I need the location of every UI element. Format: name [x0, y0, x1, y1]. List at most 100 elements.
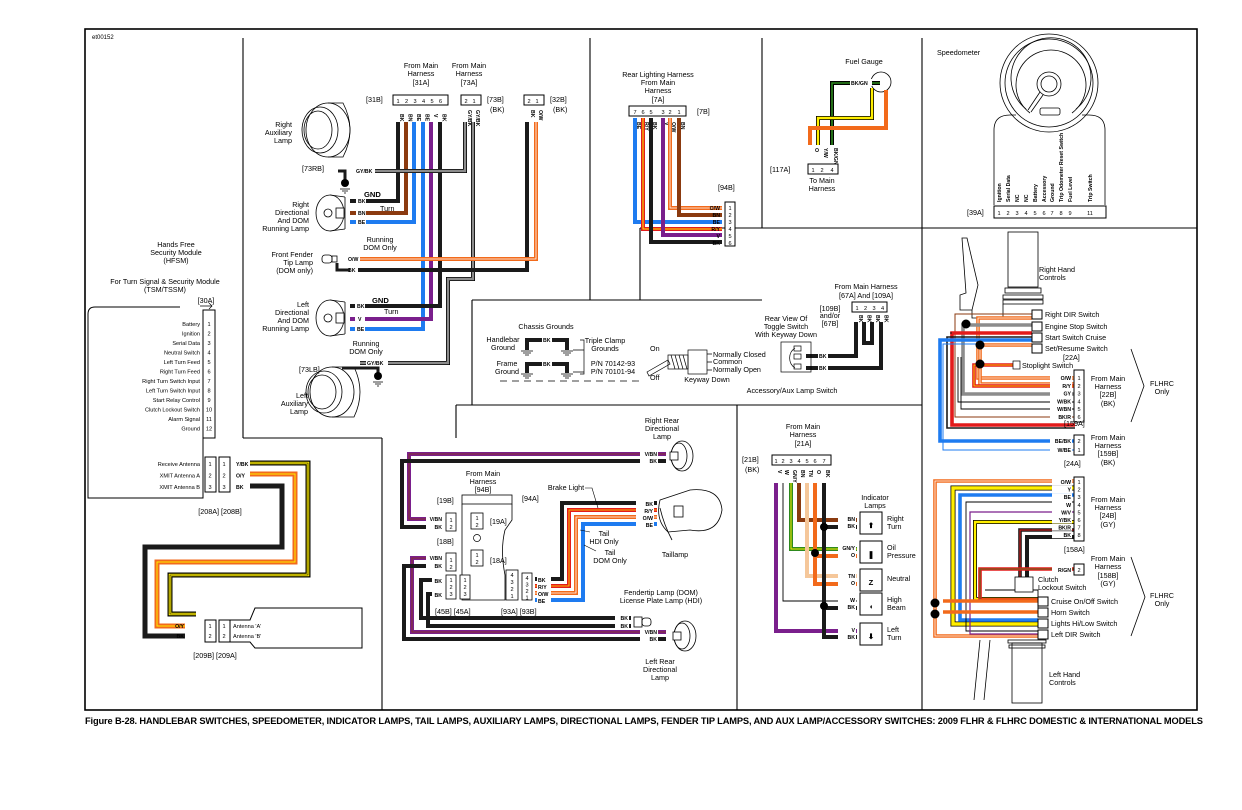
right-hand-section: Right Hand Controls Right DIR SwitchEngi… — [938, 231, 1174, 468]
pin-aux: 2 — [864, 306, 867, 312]
connectors-93: [93A] [93B] — [501, 607, 537, 616]
speedo-pin-label: Trip Odometer Reset Switch — [1059, 133, 1065, 202]
indicator-lamp-label: Beam — [887, 603, 906, 612]
ind-harness-2: Harness — [790, 430, 817, 439]
label-bg — [636, 521, 654, 528]
pin-7b: 5 — [649, 110, 652, 116]
fuel-footer-2: Harness — [809, 184, 836, 193]
connector-22a: [22A] — [1063, 353, 1080, 362]
pin-73b: 1 — [472, 99, 475, 105]
pin-21b: 1 — [774, 459, 777, 465]
wire-31b: BE — [424, 114, 430, 122]
lh-harness-2: Harness — [1095, 503, 1122, 512]
left-hand-grip-icon — [973, 639, 1047, 704]
speedo-pin-label: Ignition — [997, 183, 1003, 202]
rh-pin: 4 — [1077, 399, 1080, 405]
lh-wire: BK/R — [1058, 526, 1071, 532]
speedo-pin: 6 — [1042, 211, 1045, 217]
figure-id: et00152 — [92, 35, 114, 41]
right-directional-3: And DOM — [277, 216, 309, 225]
left-directional-3: And DOM — [277, 316, 309, 325]
chassis-grounds-section: Chassis Grounds Handlebar Ground Frame G… — [486, 322, 640, 382]
hfsm-title-3: (HFSM) — [163, 256, 188, 265]
pin-18a: 1 — [475, 553, 478, 559]
antenna-pin-label: XMIT Antenna B — [159, 485, 200, 491]
wire-94b: R/Y — [711, 227, 720, 233]
switch-box — [1031, 309, 1043, 320]
indicator-lamp-label: Turn — [887, 633, 902, 642]
rh-pin: 2 — [1077, 384, 1080, 390]
antenna-end-connectors: [209B] [209A] — [193, 651, 237, 660]
section-dividers — [242, 38, 1197, 710]
lh-harness2-4: (GY) — [1100, 579, 1115, 588]
label-bg — [838, 551, 856, 558]
left-aux-lamp-2: Auxiliary — [281, 399, 309, 408]
pin-94b: 5 — [728, 234, 731, 240]
hfsm-pin-label: Alarm Signal — [168, 417, 200, 423]
brake-light-label: Brake Light — [548, 483, 584, 492]
antenna-end-pin-a: 1 — [208, 624, 211, 630]
turn-label-left: Turn — [384, 307, 399, 316]
lh-harness-3: [24B] — [1100, 511, 1117, 520]
hfsm-section: Hands Free Security Module (HFSM) For Tu… — [87, 240, 363, 660]
pin-32b: 1 — [535, 99, 538, 105]
lh-wire: BE — [1064, 495, 1072, 501]
speedo-pin: 1 — [997, 211, 1000, 217]
wire-7b: R/Y — [643, 122, 649, 131]
indicator-wire: O — [851, 581, 855, 587]
label-bg — [636, 500, 654, 507]
label-bg — [636, 514, 654, 521]
right-hand-title-1: Right Hand — [1039, 265, 1075, 274]
right-aux-lamp-1: Right — [275, 120, 292, 129]
hfsm-pin-label: Start Relay Control — [153, 398, 200, 404]
handlebar-ground-2: Ground — [491, 343, 515, 352]
harness-73a-title-3: [73A] — [461, 78, 478, 87]
connector-94a: [94A] — [522, 494, 539, 503]
tail-wire: R/Y — [644, 509, 653, 515]
speedo-pin: 2 — [1006, 211, 1009, 217]
lh-pin: 8 — [1077, 533, 1080, 539]
tail-hdi-1: Tail — [599, 529, 610, 538]
label-bg — [1050, 389, 1072, 397]
label-bg — [1052, 566, 1072, 573]
label-bg — [838, 626, 856, 633]
wire-117a: BK/GN — [832, 148, 838, 165]
lh-wire: W/V — [1061, 510, 1071, 516]
label-bg — [1052, 516, 1072, 523]
antenna-pin-a: 1 — [208, 462, 211, 468]
label-bg — [615, 622, 629, 629]
label-bg — [426, 515, 442, 522]
pin-94b: 1 — [728, 206, 731, 212]
indicator-wire: TN — [848, 574, 855, 580]
hfsm-pin-label: Neutral Switch — [164, 351, 200, 357]
wire-21b: GN/Y — [791, 470, 797, 483]
fendertip-wire: BK — [621, 624, 629, 630]
speedo-pin-label: Ground — [1050, 183, 1056, 202]
wl-be-r: BE — [358, 220, 366, 226]
hfsm-pin-label: Clutch Lockout Switch — [145, 408, 200, 414]
speedo-pin: 7 — [1050, 211, 1053, 217]
connector-19b: [19B] — [437, 496, 454, 505]
right-rear-1: Right Rear — [645, 416, 680, 425]
hfsm-pin-number: 10 — [206, 408, 212, 414]
wire-aux: BK — [857, 315, 863, 323]
wire-7b: V — [663, 122, 669, 126]
antenna-pin-a: 2 — [208, 474, 211, 480]
pin-45b: 2 — [449, 585, 452, 591]
speedo-pin-label: Serial Data — [1006, 175, 1012, 202]
pin-18b: 2 — [449, 565, 452, 571]
triple-clamp-1: Triple Clamp — [585, 336, 625, 345]
aux-conn-2: and/or — [820, 311, 841, 320]
pin-45a: 2 — [463, 585, 466, 591]
aux-harness-2: [67A] And [109A] — [839, 291, 893, 300]
rh-wire: BK/R — [1058, 415, 1071, 421]
pin-19a: 1 — [475, 516, 478, 522]
conn93-wire: BE — [538, 599, 546, 605]
tail-wire: BK — [646, 502, 654, 508]
indicator-lamp-box — [859, 540, 883, 564]
pin-93a: 2 — [510, 587, 513, 593]
triple-clamp-2: Grounds — [591, 344, 619, 353]
rh-harness-1: From Main — [1091, 374, 1125, 383]
aux-switch-title: Accessory/Aux Lamp Switch — [747, 386, 838, 395]
front-fender-3: (DOM only) — [276, 266, 313, 275]
